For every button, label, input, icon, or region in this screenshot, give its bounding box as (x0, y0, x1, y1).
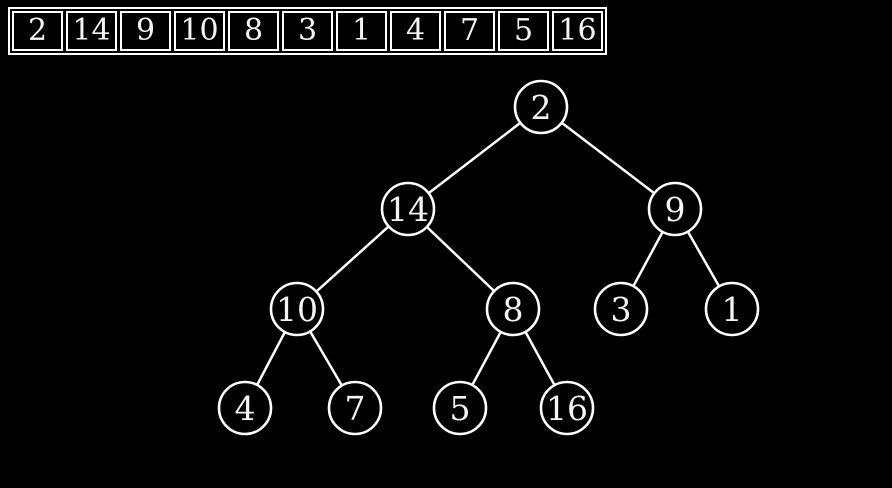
tree-node-circle (217, 380, 273, 436)
array-cell: 8 (228, 11, 279, 51)
tree-node-label: 4 (235, 389, 256, 428)
tree-node: 4 (217, 380, 273, 436)
tree-node: 8 (485, 281, 541, 337)
tree-node: 2 (513, 79, 569, 135)
tree-node-label: 14 (387, 190, 429, 229)
tree-node: 1 (704, 281, 760, 337)
tree-node-circle (593, 281, 649, 337)
tree-node: 10 (269, 281, 325, 337)
tree-node-circle (432, 380, 488, 436)
tree-node-circle (380, 181, 436, 237)
tree-node-circle (269, 281, 325, 337)
tree-node: 3 (593, 281, 649, 337)
tree-node-circle (513, 79, 569, 135)
tree-edge (407, 106, 542, 210)
tree-node-circle (485, 281, 541, 337)
array-cell: 3 (282, 11, 333, 51)
tree-node-label: 10 (276, 290, 318, 329)
array-cell: 4 (390, 11, 441, 51)
tree-node-label: 16 (546, 389, 588, 428)
tree-node: 7 (327, 380, 383, 436)
tree-node-circle (704, 281, 760, 337)
array-cell: 7 (444, 11, 495, 51)
array-cell: 2 (12, 11, 63, 51)
tree-node: 9 (647, 181, 703, 237)
array-cell: 5 (498, 11, 549, 51)
array-cell: 1 (336, 11, 387, 51)
tree-node-label: 5 (450, 389, 471, 428)
tree-node-label: 8 (503, 290, 524, 329)
tree-edge (540, 106, 676, 210)
tree-node-label: 1 (722, 290, 743, 329)
tree-node: 5 (432, 380, 488, 436)
tree-node-label: 9 (665, 190, 686, 229)
tree-node: 14 (380, 181, 436, 237)
tree-node-label: 7 (345, 389, 366, 428)
array-cell: 16 (552, 11, 603, 51)
array-cell: 10 (174, 11, 225, 51)
tree-node-circle (539, 380, 595, 436)
array-cell: 9 (120, 11, 171, 51)
tree-node-circle (647, 181, 703, 237)
tree-node-circle (327, 380, 383, 436)
array-cell: 14 (66, 11, 117, 51)
tree-node-label: 3 (611, 290, 632, 329)
tree-node-label: 2 (531, 88, 552, 127)
tree-node: 16 (539, 380, 595, 436)
tree-edges (243, 106, 734, 409)
